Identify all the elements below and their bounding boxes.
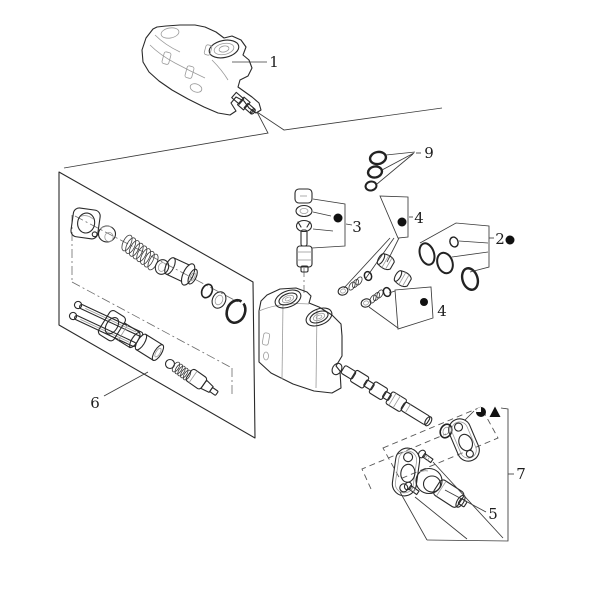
dashed-boundary-upper [382,406,499,480]
cone-plug-1 [376,253,395,271]
panel-oring-small [200,283,214,299]
group7-bracket [399,407,514,542]
callout-9-label: 9 [424,144,434,162]
kit-dot-3 [333,213,343,223]
callout-5-label: 5 [488,505,498,523]
relief-spring [121,234,159,271]
callout-4a-label: 4 [414,209,424,227]
part5-cylinder [433,479,468,508]
valve-sleeve [164,257,198,286]
group6-panel: 6 [58,171,256,439]
plug-washer [295,204,313,218]
group2-seal-kit: 2 [418,222,515,291]
valve-top-boss [208,39,240,59]
group4-lower: 4 [368,286,447,330]
plunger [185,368,219,396]
cover-bolt-2 [403,481,420,496]
spool-boss [331,362,343,376]
kit-dot-2 [505,235,515,245]
half-filled-circle-symbol [476,407,486,417]
check-valve-sleeve [134,333,165,362]
callout-6-leader [103,371,149,397]
group7-cover-kit: 7 5 [361,406,526,542]
relief-valve-flange-plate [70,207,101,240]
cover-bolt-1 [417,449,434,464]
backup-ring [211,291,227,309]
kit-dot-4a [397,217,407,227]
upper-cover-plate [448,418,480,462]
callout-4b-label: 4 [437,302,447,320]
dashed-boundary-lower [361,433,447,490]
callout-2-label: 2 [495,230,505,248]
callout-1-label: 1 [269,53,279,71]
check-valve-body [97,310,141,349]
group4-upper: 4 [343,195,424,289]
callout-6-label: 6 [90,394,100,412]
plug-kit-1 [337,253,395,296]
callout-7-label: 7 [516,465,526,483]
valve-spool-stub [231,91,256,115]
spring-cap [415,467,443,495]
port-1 [274,289,302,309]
check-spring [171,361,192,381]
port-2 [305,307,333,327]
callout-3-label: 3 [352,218,362,236]
plug-poppet [295,219,313,247]
panel-outline [58,171,256,439]
poppet-cap [97,225,117,243]
snap-ring [225,298,247,325]
kit-dot-4b [420,298,428,306]
group9-oring-set: 9 [364,144,434,192]
callout-5-leader [444,489,487,513]
part1-assembled-valve: 1 [141,24,279,116]
valve-section-body [258,287,343,394]
triangle-symbol [489,406,501,417]
spool-shaft [340,365,433,427]
plug-kit-2 [360,270,412,308]
plug-cap [294,188,313,204]
group3-plug-kit: 3 [294,188,362,293]
plug-body [296,245,313,273]
group3-bracket [311,198,353,249]
cone-plug-2 [393,270,412,288]
pointer-wedge [63,107,443,169]
